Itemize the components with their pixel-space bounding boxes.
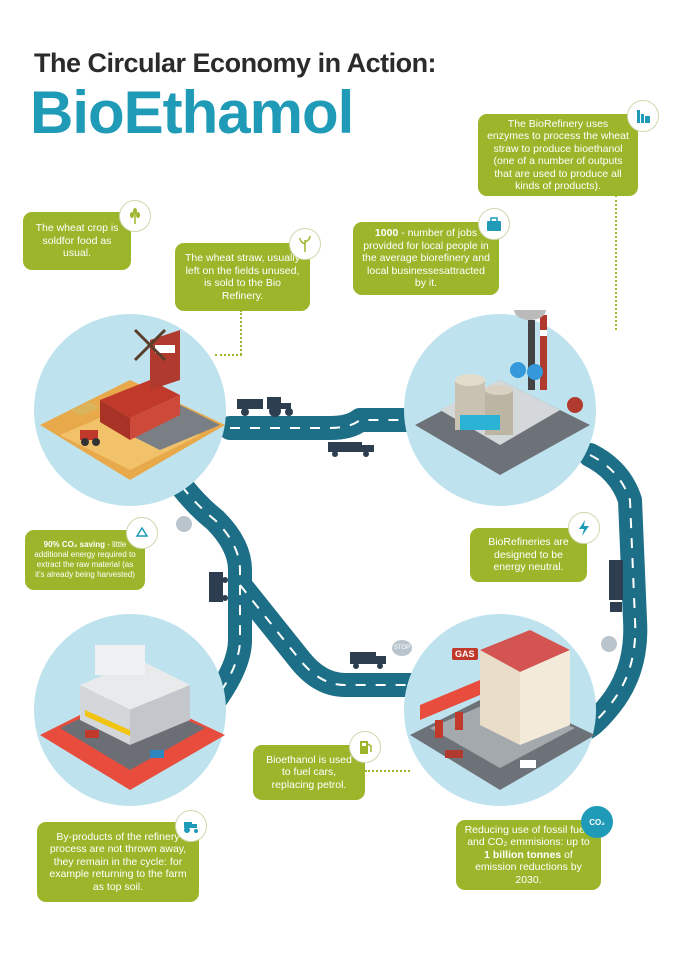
tanker-vehicle [609,560,623,612]
biorefinery-enzymes-text: The BioRefinery uses enzymes to process … [487,117,629,193]
bioethanol-fuel-text: Bioethanol is used to fuel cars, replaci… [266,753,352,791]
energy-neutral-text: BioRefineries are designed to be energy … [488,536,569,574]
energy-neutral-box: BioRefineries are designed to be energy … [470,528,587,582]
by-products-text: By-products of the refinery process are … [49,830,187,893]
truck-vehicle-1 [328,442,374,457]
fuel-pump-icon [349,731,381,763]
co2-saving-text: - little additional energy required to e… [34,540,136,579]
truck-vehicle-3 [350,652,386,669]
bioethanol-fuel-box: Bioethanol is used to fuel cars, replaci… [253,745,365,800]
emissions-box: Reducing use of fossil fuels and CO₂ emm… [456,820,601,890]
briefcase-icon [478,208,510,240]
biorefinery-enzymes-box: The BioRefinery uses enzymes to process … [478,114,638,196]
connector-bioethanol [365,770,410,772]
wheat-icon [119,200,151,232]
gas-sign: GAS [452,648,478,660]
jobs-number: 1000 [374,227,399,240]
lightning-icon [568,512,600,544]
wheat-crop-text: The wheat crop is soldfor food as usual. [35,222,119,260]
wheat-crop-box: The wheat crop is soldfor food as usual. [23,212,131,270]
gas-station-scene [404,614,596,806]
tractor-vehicle [237,397,293,417]
tractor-icon [175,810,207,842]
jobs-box: 1000 - number of jobs provided for local… [353,222,499,295]
business-scene [34,614,226,806]
connector-biorefinery [615,195,617,330]
co2-badge-label: CO₂ [589,817,605,827]
connector-straw-h [215,354,242,356]
jobs-text: - number of jobs provided for local peop… [362,227,490,290]
plant-icon [289,228,321,260]
refinery-scene [404,310,596,506]
title-line1: The Circular Economy in Action: [34,48,437,78]
wheat-straw-text: The wheat straw, usually left on the fie… [185,252,300,302]
emissions-tail: of emission reductions by 2030. [475,848,582,886]
stop-sign: STOP [392,640,412,656]
by-products-box: By-products of the refinery process are … [37,822,199,902]
emissions-text: Reducing use of fossil fuels and CO₂ emm… [464,823,593,849]
co2-cloud-icon: CO₂ [581,806,613,838]
truck-vehicle-2 [209,572,228,602]
co2-saving-bold: 90% CO₂ saving [43,540,105,549]
recycle-icon [126,517,158,549]
connector-straw [240,310,242,355]
title-line2: BioEthamol [30,79,354,146]
emissions-bold: 1 billion tonnes [484,848,562,861]
farm-scene [34,314,226,506]
factory-icon [627,100,659,132]
road-sign-1 [176,516,192,532]
co2-saving-box: 90% CO₂ saving - little additional energ… [25,530,145,590]
road-sign-2 [601,636,617,652]
wheat-straw-box: The wheat straw, usually left on the fie… [175,243,310,311]
